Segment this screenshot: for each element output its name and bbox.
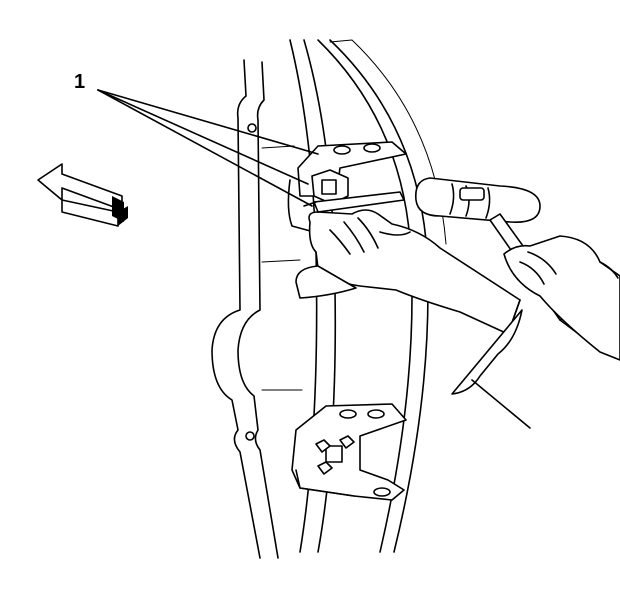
callout-number-label: 1 — [74, 71, 86, 93]
callout-leader-lines — [97, 89, 319, 207]
upper-hinge-icon — [287, 141, 407, 233]
lower-hinge-icon — [291, 403, 407, 501]
left-hand-icon — [295, 209, 531, 429]
direction-arrow-icon — [37, 163, 128, 227]
right-hand-icon — [503, 235, 620, 361]
punch-tool-icon — [303, 191, 405, 213]
